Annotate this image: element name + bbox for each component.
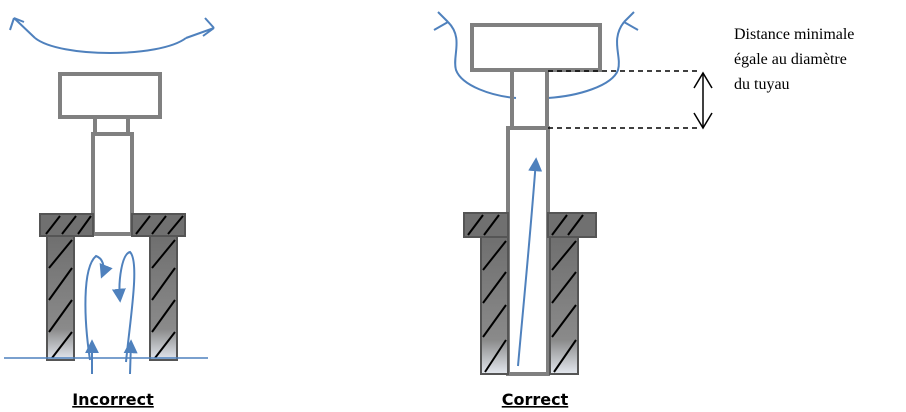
dimension-arrow-top-head <box>693 71 713 89</box>
top-swirl-right-end <box>185 17 215 39</box>
top-swirl-left-head <box>9 17 25 31</box>
correct-right-flange <box>547 212 597 238</box>
left-flange-hatch <box>45 215 92 235</box>
correct-caption: Correct <box>502 390 569 409</box>
annotation-line-1: Distance minimale <box>734 26 854 43</box>
inner-pipe <box>91 132 134 236</box>
left-wall-hatch <box>48 239 73 359</box>
annotation-line-2: égale au diamètre <box>734 51 847 68</box>
correct-cap <box>470 23 602 72</box>
right-wall-hatch <box>151 239 176 359</box>
correct-right-wall <box>549 236 579 375</box>
cap <box>58 72 162 119</box>
flow-arrow-1 <box>84 254 113 361</box>
incorrect-caption: Incorrect <box>72 390 154 409</box>
annotation-line-3: du tuyau <box>734 76 790 93</box>
top-swirl-arrow <box>34 37 187 54</box>
correct-extension <box>510 68 549 130</box>
flow-arrow-2 <box>111 250 136 363</box>
neck <box>93 115 130 136</box>
correct-right-wall-hatch <box>551 240 577 373</box>
correct-flow-arrow <box>517 157 543 367</box>
correct-left-curve-arrow <box>447 21 517 99</box>
top-swirl-left-end <box>13 17 36 39</box>
correct-diagram: Correct <box>433 11 713 409</box>
correct-right-curve-arrow <box>547 21 625 99</box>
flow-arrow-4 <box>123 339 138 375</box>
correct-right-flange-hatch <box>551 214 584 236</box>
correct-right-arrowhead <box>623 11 639 31</box>
correct-left-arrowhead <box>433 11 449 31</box>
right-flange-hatch <box>135 215 184 235</box>
dimension-arrow-bottom-head <box>693 112 713 130</box>
correct-left-flange-hatch <box>467 214 500 236</box>
correct-left-wall-hatch <box>482 240 507 373</box>
correct-left-wall <box>480 236 509 375</box>
incorrect-diagram: Incorrect <box>4 17 215 409</box>
